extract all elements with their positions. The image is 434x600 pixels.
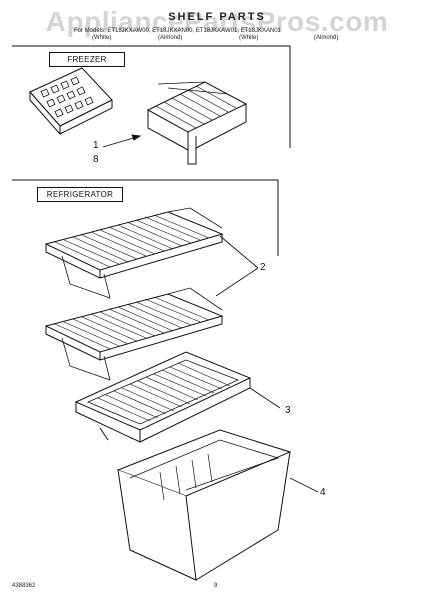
freezer-section-label: FREEZER (49, 52, 125, 67)
leader-4 (289, 477, 319, 493)
watermark: AppliancePartsPros.com (45, 6, 389, 37)
page-title: SHELF PARTS (168, 11, 266, 23)
callout-1: 1 (93, 140, 99, 151)
model-color-3: (White) (239, 35, 259, 41)
model-list: For Models: ET18JKXAW00, ET18JKXAN00, ET… (74, 28, 281, 34)
freezer-wire-shelf (146, 81, 248, 165)
wire-shelf-upper (44, 207, 224, 299)
page-number: 9 (214, 583, 218, 589)
ice-cube-tray (29, 67, 113, 136)
model-color-2: (Almond) (158, 35, 183, 41)
document-number: 4388362 (12, 583, 36, 589)
callout-2: 2 (260, 262, 266, 273)
refrigerator-section-frame (12, 179, 279, 256)
crisper-drawer (116, 429, 292, 581)
freezer-section-frame (12, 45, 291, 148)
leader-2a (219, 235, 259, 269)
leader-3 (249, 387, 281, 409)
callout-4: 4 (320, 487, 326, 498)
callout-8: 8 (93, 154, 99, 165)
wire-shelf-lower (44, 287, 224, 381)
callout-3: 3 (285, 405, 291, 416)
refrigerator-section-label: REFRIGERATOR (37, 187, 123, 202)
leader-2b (215, 267, 259, 297)
leader-lines (102, 134, 319, 493)
model-color-4: (Almond) (314, 35, 339, 41)
model-color-1: (White) (92, 35, 112, 41)
crisper-cover (74, 351, 252, 443)
